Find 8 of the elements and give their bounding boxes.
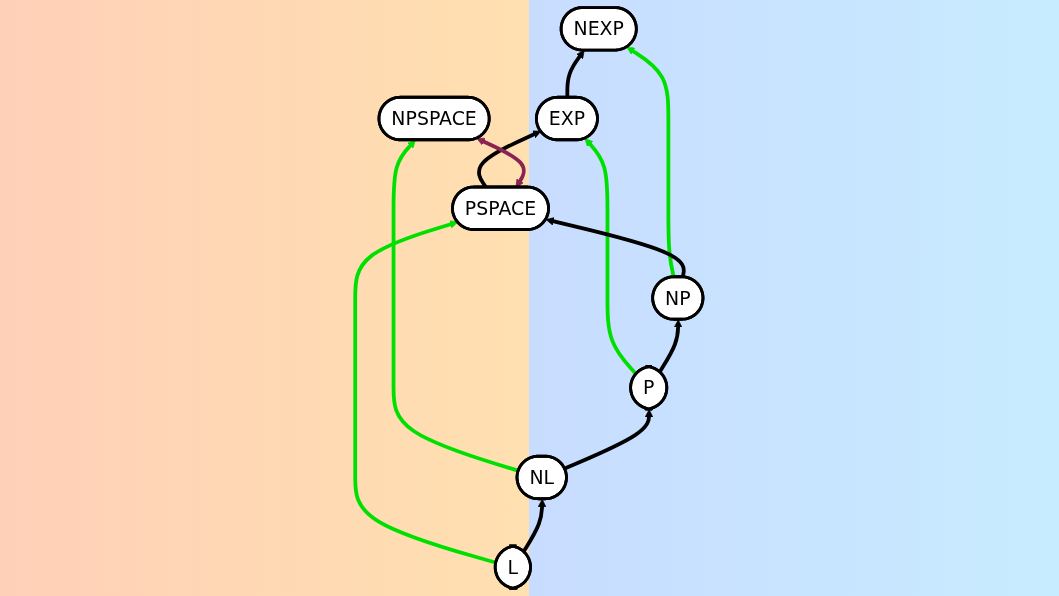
arrow [565,50,585,98]
arrow [476,137,527,188]
arrow [658,319,683,373]
arrow [564,409,654,471]
arrow [585,138,639,376]
arrow [522,498,547,553]
arrow [392,139,520,473]
arrow [546,217,687,278]
